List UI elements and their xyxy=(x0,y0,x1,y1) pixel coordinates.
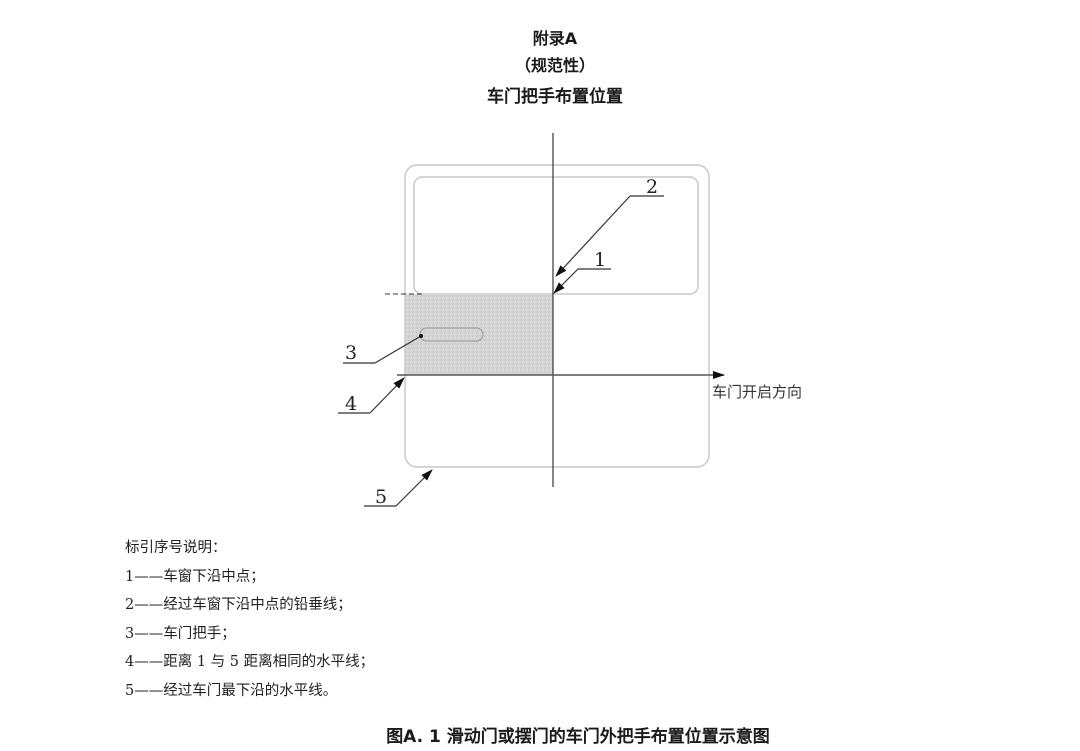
legend-heading: 标引序号说明： xyxy=(125,540,227,556)
callout-1: 1 xyxy=(553,249,611,294)
legend-item: 2——经过车窗下沿中点的铅垂线； xyxy=(125,597,352,613)
callout-5-number: 5 xyxy=(375,486,387,508)
window-outline xyxy=(413,176,699,295)
callout-2-number: 2 xyxy=(646,176,658,198)
legend-item: 4——距离 1 与 5 距离相同的水平线； xyxy=(125,654,375,670)
callout-2: 2 xyxy=(555,176,664,277)
legend: 标引序号说明： 1——车窗下沿中点； 2——经过车窗下沿中点的铅垂线； 3——车… xyxy=(125,538,374,709)
legend-item: 5——经过车门最下沿的水平线。 xyxy=(125,682,338,699)
page-title: 车门把手布置位置 xyxy=(487,87,623,107)
callout-4: 4 xyxy=(338,377,405,415)
callout-1-number: 1 xyxy=(594,249,606,271)
legend-item: 3——车门把手； xyxy=(125,625,236,642)
callout-3-number: 3 xyxy=(345,342,357,364)
handle-zone-shaded xyxy=(405,294,553,375)
callout-5: 5 xyxy=(364,469,433,508)
door-outline xyxy=(404,164,710,468)
callout-4-number: 4 xyxy=(345,393,357,415)
legend-item: 1——车窗下沿中点； xyxy=(125,568,265,585)
callout-3: 3 xyxy=(343,334,423,364)
normative-label: （规范性） xyxy=(514,56,595,75)
figure-caption: 图A. 1 滑动门或摆门的车门外把手布置位置示意图 xyxy=(386,727,770,747)
door-opening-direction-label: 车门开启方向 xyxy=(712,383,802,401)
appendix-label: 附录A xyxy=(532,29,578,48)
